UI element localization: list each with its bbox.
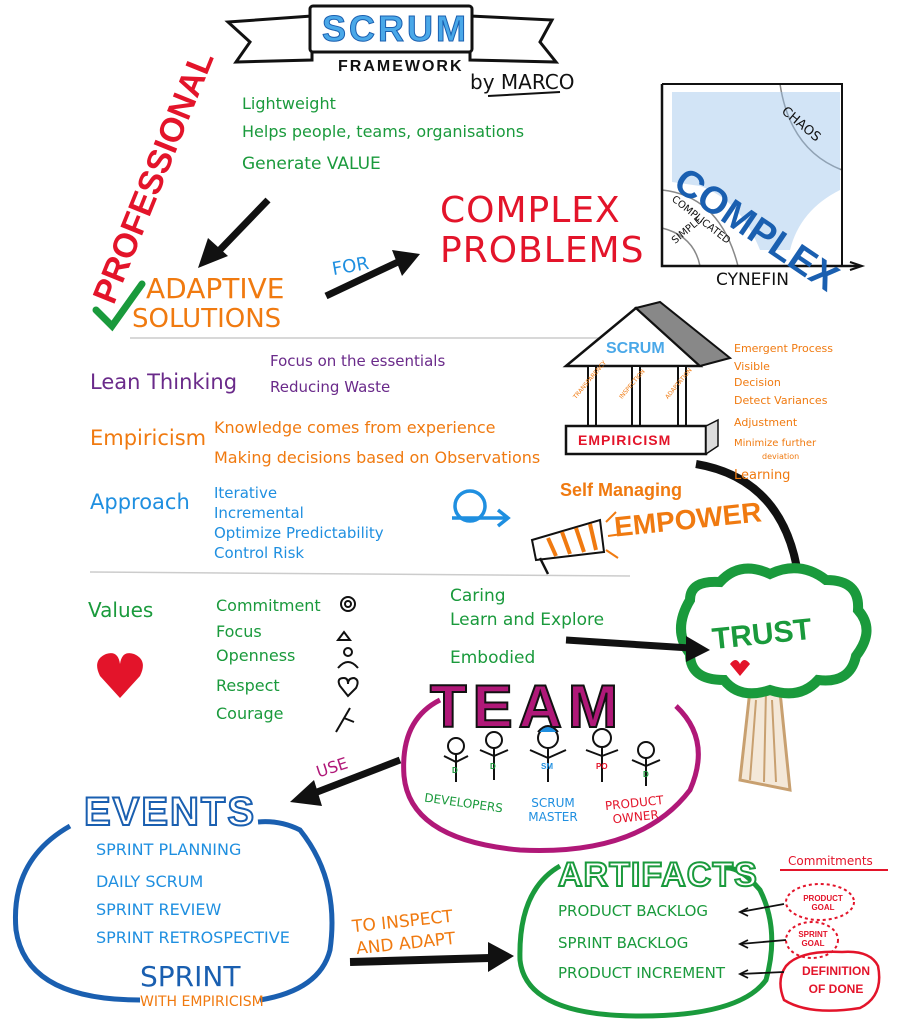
temple-note-1: Emergent Process [734,342,834,355]
cynefin-diagram [660,83,866,271]
heart-icon [97,653,143,698]
empiricism-title: Empiricism [90,426,207,450]
artifacts-item-1: PRODUCT BACKLOG [558,902,709,920]
team-badge-1: D [452,766,458,775]
values-extra-3: Embodied [450,648,536,668]
header-byline: by MARCO [470,70,575,94]
empiricism-item-2: Making decisions based on Observations [214,448,541,467]
team-members [443,725,661,786]
artifacts-title: ARTIFACTS [557,855,758,895]
lean-item-1: Focus on the essentials [270,352,446,370]
events-oval [12,819,335,1003]
events-item-3: SPRINT REVIEW [96,900,222,919]
temple-roof-label: SCRUM [606,340,665,357]
temple-note-5: Adjustment [734,416,798,429]
values-item-2: Focus [216,622,262,641]
lean-item-2: Reducing Waste [270,378,391,396]
temple-note-2: Visible [734,360,770,373]
temple-note-4: Detect Variances [734,394,828,407]
team-title: TEAM [429,672,624,741]
values-extra-1: Caring [450,586,506,606]
values-item-4: Respect [216,676,280,695]
temple-note-6: Minimize further [734,438,817,449]
iteration-loop-icon [452,489,511,528]
header-subtitle: FRAMEWORK [338,58,464,75]
temple-note-8: Learning [734,468,791,483]
megaphone-icon [530,511,623,575]
artifacts-oval [517,863,775,1019]
scrum-temple [562,300,733,456]
commitments-title: Commitments [788,854,873,868]
adaptive-line-2: SOLUTIONS [132,304,282,334]
values-item-1: Commitment [216,596,321,615]
approach-item-4: Control Risk [214,544,305,562]
complex-problems-line-1: COMPLEX [440,190,621,231]
approach-item-3: Optimize Predictability [214,524,384,542]
values-item-3: Openness [216,646,296,665]
events-title: EVENTS [83,789,257,835]
header-title: SCRUM [322,8,469,50]
self-managing-label: Self Managing [560,480,683,500]
cynefin-label: CYNEFIN [716,270,789,290]
complex-problems-line-2: PROBLEMS [440,230,645,271]
events-sprint: SPRINT [140,960,241,993]
artifacts-item-2: SPRINT BACKLOG [558,934,689,952]
artifacts-item-3: PRODUCT INCREMENT [558,964,726,982]
trust-tree [676,563,872,792]
events-item-2: DAILY SCRUM [96,872,204,891]
events-item-1: SPRINT PLANNING [96,840,242,859]
approach-item-1: Iterative [214,484,278,502]
intro-line-2: Helps people, teams, organisations [242,122,525,141]
team-role-scrum-master: SCRUM MASTER [528,796,578,824]
values-item-5: Courage [216,704,284,723]
commitment-sprint-goal: SPRINT GOAL [798,930,828,948]
empiricism-item-1: Knowledge comes from experience [214,418,496,437]
temple-note-3: Decision [734,376,781,389]
adaptive-line-1: ADAPTIVE [146,272,285,305]
events-item-4: SPRINT RETROSPECTIVE [96,928,290,947]
team-badge-3: SM [541,762,553,771]
team-oval [401,697,701,853]
commitment-done: DEFINITION OF DONE [802,964,870,996]
events-sprint-sub: WITH EMPIRICISM [140,994,264,1010]
commitment-product-goal: PRODUCT GOAL [803,894,843,912]
intro-line-3: Generate VALUE [242,154,381,174]
values-title: Values [88,598,154,622]
team-badge-4: PO [596,762,608,771]
temple-note-7: deviation [762,452,800,461]
team-badge-5: D [643,770,649,779]
intro-line-1: Lightweight [242,94,336,113]
values-extra-2: Learn and Explore [450,610,605,630]
header-banner [224,4,560,64]
team-badge-2: D [490,762,496,771]
temple-base-label: EMPIRICISM [578,432,672,448]
value-icons [335,596,359,733]
approach-title: Approach [90,490,190,514]
lean-title: Lean Thinking [90,370,238,394]
approach-item-2: Incremental [214,504,304,522]
commitments-group [737,869,888,1012]
